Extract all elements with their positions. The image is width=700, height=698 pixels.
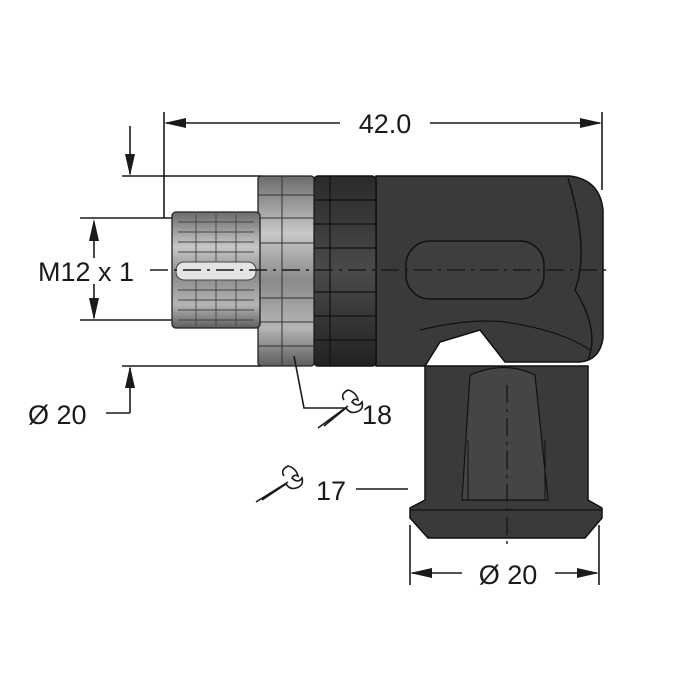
bottom-diameter-dimension: Ø 20	[409, 525, 600, 590]
wrench-17-callout: 17	[255, 465, 408, 506]
thread-label: M12 x 1	[38, 257, 134, 287]
wrench-18-callout: 18	[293, 355, 392, 430]
wrench-icon	[255, 465, 304, 503]
wrench-18-label: 18	[362, 400, 392, 430]
coupling-ring	[313, 175, 377, 367]
hex-nut	[257, 175, 315, 367]
thread-dimension: M12 x 1	[38, 217, 172, 321]
bottom-diameter-label: Ø 20	[479, 560, 538, 590]
length-label: 42.0	[359, 109, 412, 139]
length-dimension: 42.0	[163, 109, 603, 218]
wrench-17-label: 17	[316, 476, 346, 506]
left-diameter-dimension: Ø 20	[28, 126, 262, 430]
wrench-icon	[317, 389, 364, 429]
left-diameter-label: Ø 20	[28, 400, 87, 430]
angled-housing	[375, 175, 604, 539]
